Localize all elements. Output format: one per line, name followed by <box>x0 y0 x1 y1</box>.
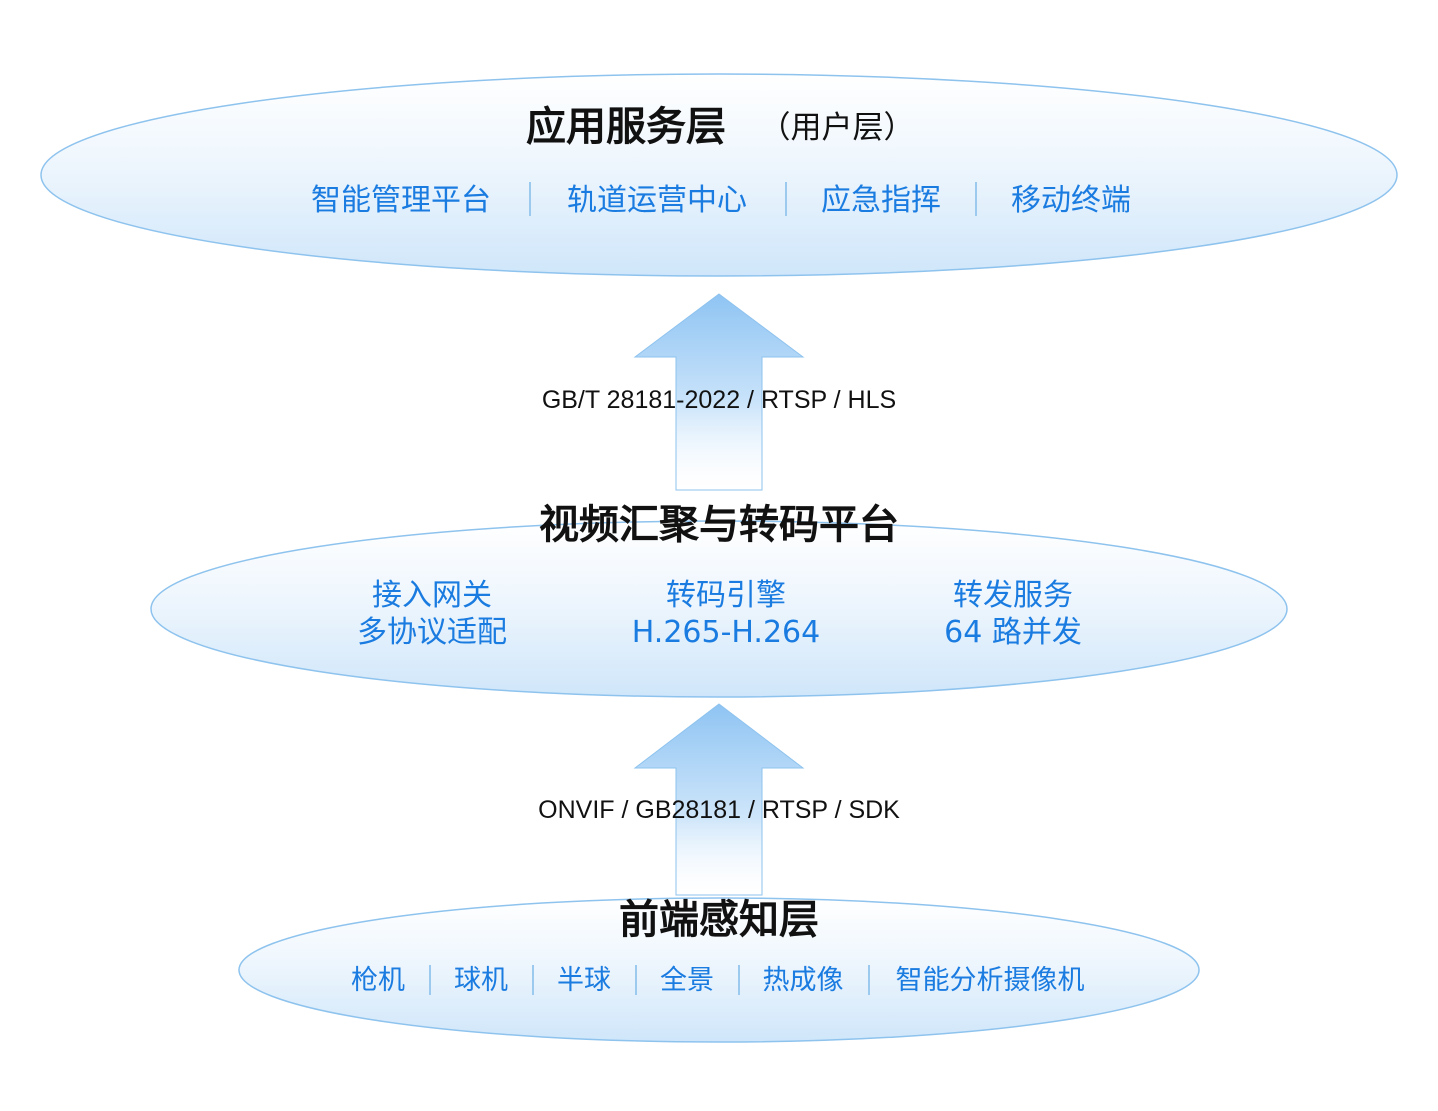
application-layer-title: 应用服务层 <box>526 104 726 150</box>
application-layer: 应用服务层 （用户层） 智能管理平台 轨道运营中心 应急指挥 移动终端 <box>40 73 1398 277</box>
platform-module-name: 转码引擎 <box>666 578 786 613</box>
upper-protocols-label: GB/T 28181-2022 / RTSP / HLS <box>542 386 896 414</box>
device-item: 热成像 <box>763 965 844 996</box>
application-item: 移动终端 <box>1011 183 1131 218</box>
application-item: 应急指挥 <box>821 183 941 218</box>
application-layer-subtitle: （用户层） <box>760 110 915 146</box>
platform-layer-ellipse <box>150 520 1288 698</box>
perception-layer-title: 前端感知层 <box>619 897 819 943</box>
application-item: 智能管理平台 <box>311 183 491 218</box>
platform-module-name: 接入网关 <box>372 578 492 613</box>
application-layer-ellipse <box>40 73 1398 277</box>
platform-layer: 视频汇聚与转码平台 接入网关 多协议适配 转码引擎 H.265-H.264 转发… <box>150 502 1288 698</box>
device-item: 智能分析摄像机 <box>896 965 1085 996</box>
platform-module-name: 转发服务 <box>953 578 1073 613</box>
device-item: 枪机 <box>351 965 405 996</box>
perception-layer: 前端感知层 枪机 球机 半球 全景 热成像 智能分析摄像机 <box>238 897 1200 1043</box>
device-item: 全景 <box>660 965 714 996</box>
upward-arrow-lower <box>633 703 805 896</box>
platform-layer-title: 视频汇聚与转码平台 <box>539 502 899 548</box>
device-item: 半球 <box>557 965 611 996</box>
upward-arrow-upper <box>633 293 805 491</box>
perception-layer-ellipse <box>238 897 1200 1043</box>
platform-module-detail: H.265-H.264 <box>632 615 820 650</box>
device-item: 球机 <box>454 965 508 996</box>
platform-module-detail: 多协议适配 <box>357 615 507 650</box>
platform-module-detail: 64 路并发 <box>944 615 1082 650</box>
lower-protocols-label: ONVIF / GB28181 / RTSP / SDK <box>538 796 900 824</box>
application-item: 轨道运营中心 <box>567 183 747 218</box>
